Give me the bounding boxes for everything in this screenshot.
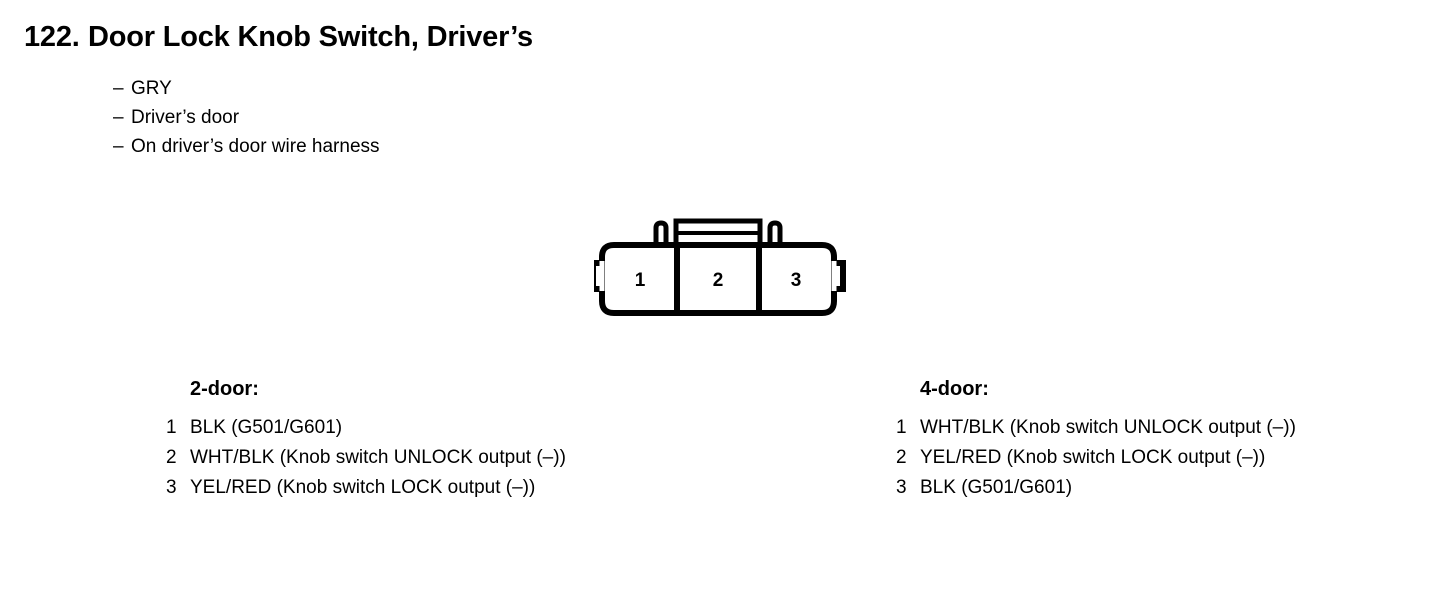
pin-description: YEL/RED (Knob switch LOCK output (–)): [920, 447, 1266, 468]
pin-description: BLK (G501/G601): [190, 417, 343, 438]
pinout-table-4door: 4-door: 1 WHT/BLK (Knob switch UNLOCK out…: [896, 378, 1296, 503]
connector-cavity-label-2: 2: [713, 270, 724, 291]
connector-cavity-label-3: 3: [791, 270, 802, 291]
pin-description: YEL/RED (Knob switch LOCK output (–)): [190, 477, 536, 498]
connector-cavity-label-1: 1: [635, 270, 646, 291]
pin-index: 3: [896, 477, 907, 498]
connector-illustration: 1 2 3: [594, 218, 846, 316]
pinout-heading-4door: 4-door:: [920, 378, 989, 400]
attribute-list: –GRY –Driver’s door –On driver’s door wi…: [113, 74, 380, 161]
table-row: 2 YEL/RED (Knob switch LOCK output (–)): [896, 443, 1296, 473]
list-item: –On driver’s door wire harness: [113, 132, 380, 161]
table-row: 1 BLK (G501/G601): [166, 413, 566, 443]
attribute-text: On driver’s door wire harness: [131, 136, 380, 157]
dash-bullet-icon: –: [113, 107, 124, 128]
page-title: 122.Door Lock Knob Switch, Driver’s: [24, 20, 924, 54]
page-header: 122.Door Lock Knob Switch, Driver’s: [24, 20, 924, 54]
connector-right-latch-icon: [767, 220, 783, 243]
list-item: –GRY: [113, 74, 380, 103]
pin-index: 1: [166, 417, 177, 438]
table-row: 2 WHT/BLK (Knob switch UNLOCK output (–)): [166, 443, 566, 473]
pinout-heading-2door: 2-door:: [190, 378, 259, 400]
page-title-number: 122.: [24, 21, 80, 53]
pinout-table-2door: 2-door: 1 BLK (G501/G601) 2 WHT/BLK (Knob …: [166, 378, 566, 503]
pin-index: 1: [896, 417, 907, 438]
dash-bullet-icon: –: [113, 78, 124, 99]
pin-description: WHT/BLK (Knob switch UNLOCK output (–)): [190, 447, 566, 468]
page-title-text: Door Lock Knob Switch, Driver’s: [88, 21, 533, 53]
attribute-text: GRY: [131, 78, 172, 99]
pin-index: 2: [896, 447, 907, 468]
connector-body: [599, 242, 837, 316]
pin-index: 3: [166, 477, 177, 498]
attribute-text: Driver’s door: [131, 107, 240, 128]
connector-diagram: 1 2 3: [594, 215, 850, 319]
table-row: 3 BLK (G501/G601): [896, 473, 1296, 503]
pin-description: BLK (G501/G601): [920, 477, 1073, 498]
pin-description: WHT/BLK (Knob switch UNLOCK output (–)): [920, 417, 1296, 438]
pin-index: 2: [166, 447, 177, 468]
connector-left-latch-icon: [653, 220, 669, 243]
dash-bullet-icon: –: [113, 136, 124, 157]
table-row: 1 WHT/BLK (Knob switch UNLOCK output (–)): [896, 413, 1296, 443]
table-row: 3 YEL/RED (Knob switch LOCK output (–)): [166, 473, 566, 503]
list-item: –Driver’s door: [113, 103, 380, 132]
